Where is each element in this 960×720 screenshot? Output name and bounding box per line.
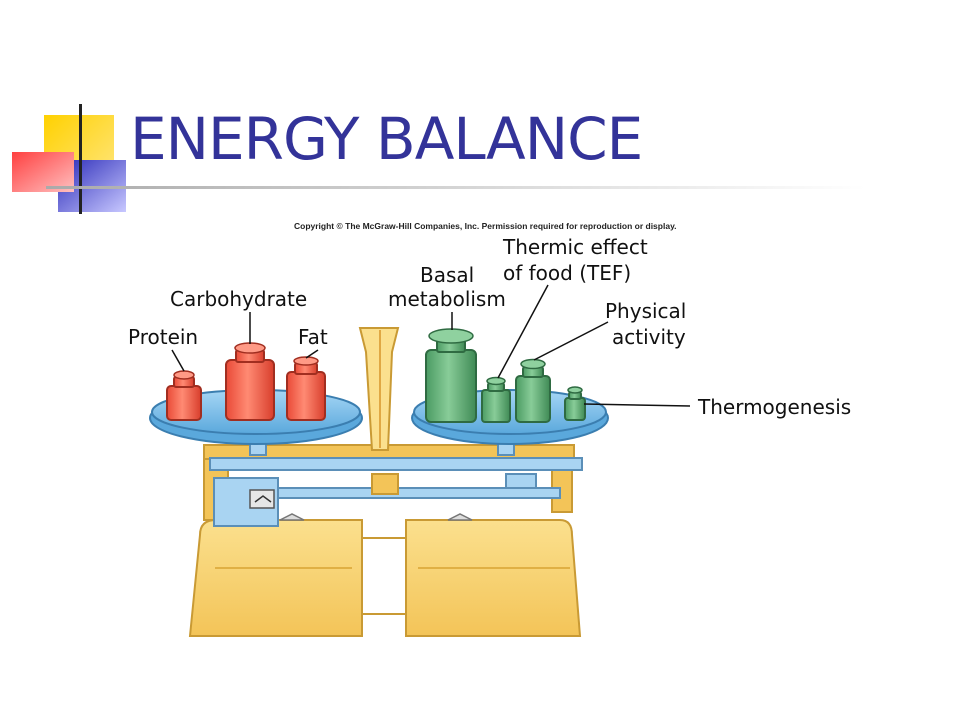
label-thermogenesis: Thermogenesis bbox=[697, 395, 851, 419]
weight-basal-metabolism bbox=[425, 328, 477, 423]
deco-horizontal-rule bbox=[46, 186, 866, 189]
label-basal-line1: Basal bbox=[420, 263, 474, 287]
scale-base bbox=[188, 519, 582, 637]
scale-frame bbox=[203, 444, 583, 527]
weight-thermogenesis bbox=[564, 386, 586, 421]
label-protein: Protein bbox=[128, 325, 198, 349]
label-carbohydrate: Carbohydrate bbox=[170, 287, 307, 311]
label-tef-line2: of food (TEF) bbox=[503, 261, 631, 285]
label-physical-line1: Physical bbox=[605, 299, 686, 323]
weight-protein bbox=[166, 370, 202, 421]
weight-fat bbox=[286, 356, 326, 421]
weight-carbohydrate bbox=[225, 342, 275, 421]
label-basal-line2: metabolism bbox=[388, 287, 506, 311]
label-fat: Fat bbox=[298, 325, 328, 349]
label-physical-line2: activity bbox=[612, 325, 686, 349]
label-tef-line1: Thermic effect bbox=[502, 235, 648, 259]
slide-title: ENERGY BALANCE bbox=[130, 105, 643, 173]
weight-tef bbox=[481, 376, 511, 423]
leader-lines bbox=[171, 284, 691, 407]
deco-vertical-rule bbox=[79, 104, 82, 214]
copyright-notice: Copyright © The McGraw-Hill Companies, I… bbox=[294, 221, 677, 231]
weight-physical-activity bbox=[515, 358, 551, 423]
deco-red-square bbox=[12, 152, 74, 192]
